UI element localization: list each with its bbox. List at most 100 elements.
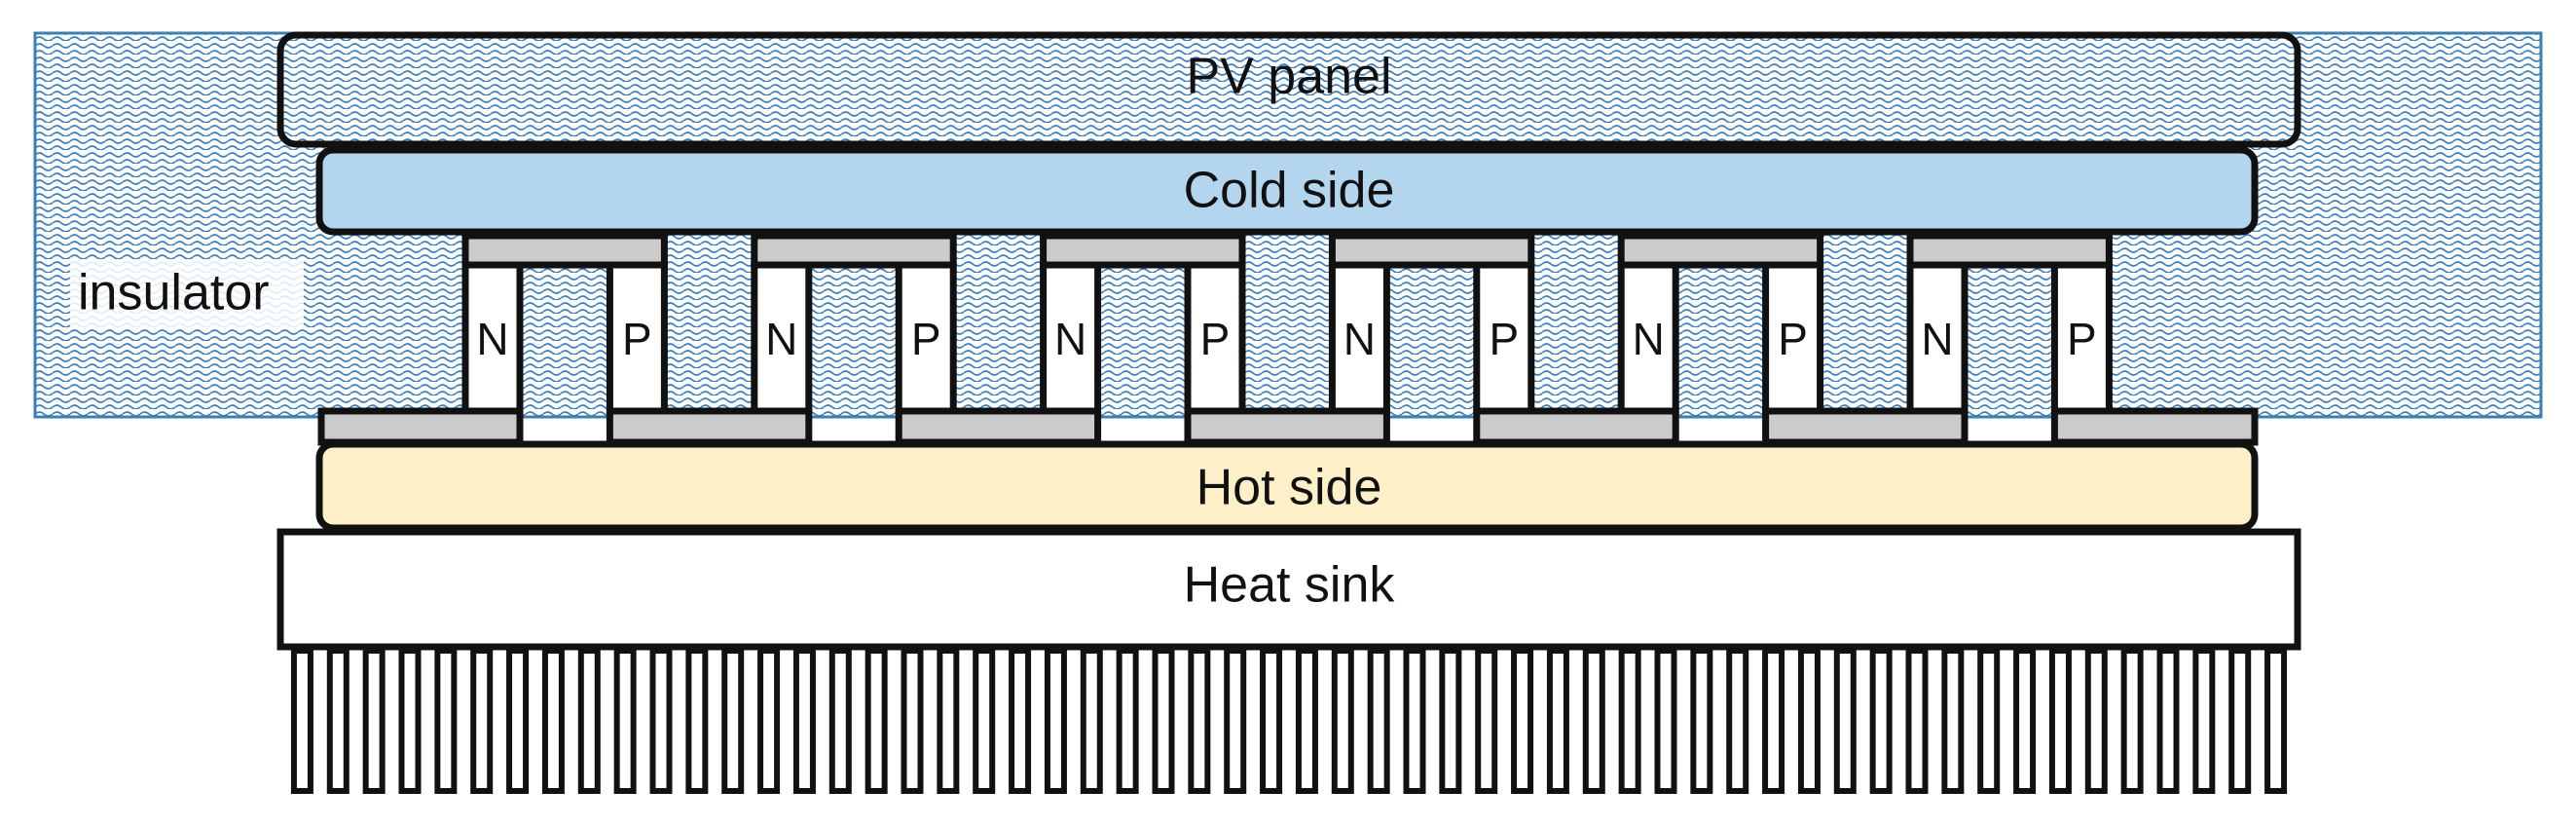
heat-sink-fin (937, 648, 960, 794)
leg-label: N (765, 314, 797, 364)
bottom-conductor (606, 407, 813, 446)
heat-sink-fin (865, 648, 888, 794)
heat-sink-fin (362, 648, 386, 794)
heat-sink-fin (1762, 648, 1785, 794)
heat-sink-fin (2192, 648, 2216, 794)
bottom-conductor (1184, 407, 1390, 446)
bottom-conductor (895, 407, 1102, 446)
hot-side-plate (315, 440, 2259, 532)
leg-label: N (1633, 314, 1665, 364)
top-conductor (1328, 232, 1535, 269)
heat-sink-fin (973, 648, 996, 794)
heat-sink-fin (1367, 648, 1390, 794)
thermoelement-leg (751, 261, 813, 415)
heat-sink-fin (1582, 648, 1605, 794)
leg-label: P (622, 314, 652, 364)
leg-label: P (1200, 314, 1231, 364)
heat-sink-fin (1439, 648, 1462, 794)
bottom-conductor (1473, 407, 1679, 446)
leg-label: N (1343, 314, 1376, 364)
thermoelement-leg (895, 261, 957, 415)
thermoelement-leg (1617, 261, 1679, 415)
heat-sink-fin (2264, 648, 2288, 794)
insulator-label-backdrop (70, 261, 304, 327)
heat-sink-fin (757, 648, 781, 794)
top-conductor (1617, 232, 1824, 269)
cold-side-label: Cold side (1184, 163, 1395, 219)
heat-sink-fin (1331, 648, 1354, 794)
heat-sink-fin (1188, 648, 1211, 794)
heat-sink-fin (2013, 648, 2037, 794)
leg-label: P (911, 314, 941, 364)
heat-sink-fin (1295, 648, 1318, 794)
heat-sink-fin (1869, 648, 1893, 794)
top-conductor (1040, 232, 1246, 269)
thermoelement-leg (461, 261, 524, 415)
pv-panel-label: PV panel (1186, 49, 1391, 105)
top-conductor (461, 232, 668, 269)
heat-sink-fin (506, 648, 530, 794)
heat-sink-fin (1546, 648, 1569, 794)
heat-sink-fin (1403, 648, 1426, 794)
heat-sink-fin (649, 648, 673, 794)
insulator-label: insulator (78, 265, 270, 321)
thermoelement-leg (1473, 261, 1535, 415)
heat-sink-fin (541, 648, 565, 794)
heat-sink-fin (1618, 648, 1641, 794)
heat-sink-fin (434, 648, 458, 794)
thermoelement-leg (2050, 261, 2113, 415)
heat-sink-fin (1905, 648, 1929, 794)
heat-sink-fin (901, 648, 924, 794)
heat-sink-fin (2084, 648, 2108, 794)
heat-sink-fin (1797, 648, 1821, 794)
leg-label: P (2067, 314, 2097, 364)
leg-label: N (1921, 314, 1953, 364)
heat-sink-fin (2048, 648, 2072, 794)
heat-sink-fin (398, 648, 422, 794)
heat-sink-fin (290, 648, 313, 794)
bottom-conductor (317, 407, 524, 446)
thermoelement-leg (606, 261, 668, 415)
leg-label: P (1778, 314, 1808, 364)
hot-side-label: Hot side (1196, 460, 1382, 516)
heat-sink-fin (1690, 648, 1713, 794)
heat-sink-fin (2120, 648, 2144, 794)
cold-side-plate (315, 146, 2259, 236)
leg-label: N (476, 314, 508, 364)
heat-sink-fin (1260, 648, 1283, 794)
heat-sink-fin (1726, 648, 1749, 794)
heat-sink-fin (1080, 648, 1103, 794)
heat-sink-fin (613, 648, 637, 794)
heat-sink-base (276, 528, 2301, 651)
thermoelement-leg (1762, 261, 1824, 415)
heat-sink-fin (1044, 648, 1067, 794)
heat-sink-fin (470, 648, 494, 794)
heat-sink-fin (1475, 648, 1498, 794)
bottom-conductor (2050, 407, 2259, 446)
heat-sink-fin (2228, 648, 2252, 794)
leg-label: P (1489, 314, 1519, 364)
thermoelement-leg (1906, 261, 1969, 415)
heat-sink-fin (721, 648, 745, 794)
thermoelement-leg (1328, 261, 1390, 415)
heat-sink-fin (326, 648, 350, 794)
heat-sink-fin (2156, 648, 2180, 794)
heat-sink-fin (792, 648, 816, 794)
heat-sink-fin (1152, 648, 1175, 794)
bottom-conductor (1762, 407, 1969, 446)
heat-sink-fin (1511, 648, 1534, 794)
top-conductor (751, 232, 957, 269)
heat-sink-fin (577, 648, 601, 794)
heat-sink-fin (1654, 648, 1677, 794)
heat-sink-fin (1009, 648, 1032, 794)
thermoelement-leg (1184, 261, 1246, 415)
heat-sink-label: Heat sink (1184, 557, 1396, 614)
heat-sink-fin (828, 648, 852, 794)
heat-sink-fin (1977, 648, 2001, 794)
heat-sink-fin (1941, 648, 1965, 794)
top-conductor (1906, 232, 2113, 269)
heat-sink-fin (685, 648, 709, 794)
leg-label: N (1054, 314, 1086, 364)
